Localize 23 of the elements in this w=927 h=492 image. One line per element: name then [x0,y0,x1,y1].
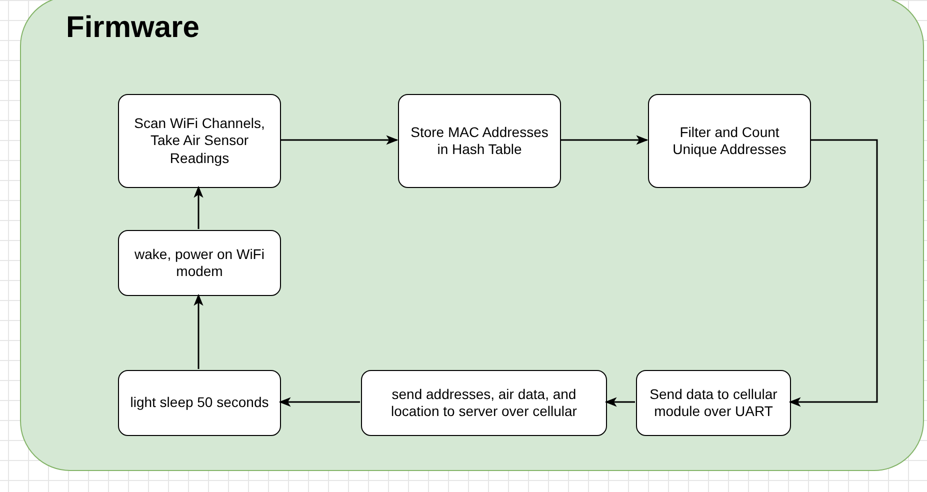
arrow [280,135,398,145]
step-text: Store MAC Addresses in Hash Table [410,124,550,158]
process-box [398,94,561,188]
process-box [361,370,607,436]
arrow [278,397,360,407]
process-box [118,370,281,436]
arrow [560,135,648,145]
step-text: light sleep 50 seconds [130,394,269,412]
step-text: wake, power on WiFi modem [134,246,266,280]
step-text: send addresses, air data, and location to server over cellular [390,386,578,420]
process-box [648,94,811,188]
arrow [194,186,204,229]
group-title: Firmware [66,11,200,45]
process-box [636,370,791,436]
group-panel [20,0,924,471]
arrow [788,139,878,407]
arrow [194,294,204,369]
step-text: Filter and Count Unique Addresses [672,124,788,158]
process-box [118,94,281,188]
arrow [604,397,635,407]
step-text: Send data to cellular module over UART [648,386,778,420]
process-box [118,230,281,296]
step-text: Scan WiFi Channels, Take Air Sensor Readings [133,114,266,168]
